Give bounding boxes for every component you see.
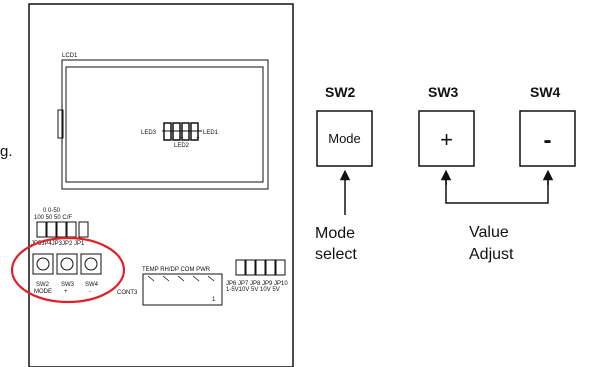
lcd-label: LCD1 bbox=[62, 53, 78, 59]
jumper-row1: 0 0-50 bbox=[43, 208, 61, 214]
right-jumper-block bbox=[235, 259, 286, 276]
highlight-ellipse bbox=[10, 236, 126, 304]
left-text-fragment: g. bbox=[0, 143, 13, 160]
value-bracket bbox=[445, 176, 549, 204]
button-face-sw2: Mode bbox=[328, 131, 361, 146]
jp-right-row2: 1-5V10V 5V 10V 5V bbox=[226, 287, 280, 293]
button-name-sw3: SW3 bbox=[428, 84, 459, 100]
button-diagram: SW2 SW3 SW4 Mode + - Mode select Value A… bbox=[315, 84, 576, 263]
value-desc-line2: Adjust bbox=[469, 246, 514, 263]
led-bottom-label: LED2 bbox=[174, 143, 190, 149]
button-face-sw4: - bbox=[544, 127, 552, 154]
jumper-block bbox=[36, 221, 89, 238]
led-right-label: LED1 bbox=[203, 130, 219, 136]
terminal-label: CONT3 bbox=[117, 290, 138, 296]
svg-text:+: + bbox=[180, 136, 184, 142]
led-left-label: LED3 bbox=[141, 130, 157, 136]
button-box-sw2 bbox=[316, 110, 373, 167]
terminal-pin: 1 bbox=[212, 297, 216, 303]
value-desc-line1: Value bbox=[469, 224, 509, 241]
mode-desc-line2: select bbox=[315, 246, 357, 263]
jumper-labels: JP5JP4JP3JP2 JP1 bbox=[31, 241, 85, 247]
mode-desc-line1: Mode bbox=[315, 225, 355, 242]
jp-right-row1: JP6 JP7 JP8 JP9 JP10 bbox=[226, 281, 288, 287]
board-outline bbox=[28, 3, 294, 367]
terminal-header: TEMP RH/DP COM PWR bbox=[142, 267, 211, 273]
lcd-window bbox=[65, 66, 264, 183]
svg-text:+: + bbox=[196, 136, 200, 142]
terminal-ticks bbox=[147, 275, 215, 282]
led-group: + + bbox=[162, 122, 202, 142]
button-box-sw3 bbox=[418, 110, 475, 167]
switch-sub-sw2: MODE bbox=[34, 289, 52, 295]
jumper-row2: 100 50 50 C/F bbox=[34, 215, 72, 221]
terminal-block bbox=[142, 273, 223, 306]
switch-sub-sw4: - bbox=[89, 289, 91, 295]
switch-name-sw3: SW3 bbox=[61, 282, 75, 288]
pcb-board: LCD1 + + LED3 LED1 LED2 0 0-50 100 50 50… bbox=[10, 3, 294, 367]
button-name-sw4: SW4 bbox=[530, 84, 561, 100]
lcd-connector bbox=[57, 109, 64, 139]
switch-name-sw2: SW2 bbox=[36, 282, 50, 288]
switch-sub-sw3: + bbox=[64, 289, 68, 295]
button-face-sw3: + bbox=[440, 127, 453, 152]
switch-name-sw4: SW4 bbox=[85, 282, 99, 288]
lcd-outline bbox=[61, 59, 269, 190]
onboard-switches bbox=[32, 253, 102, 275]
button-box-sw4 bbox=[519, 110, 576, 167]
button-name-sw2: SW2 bbox=[325, 84, 356, 100]
